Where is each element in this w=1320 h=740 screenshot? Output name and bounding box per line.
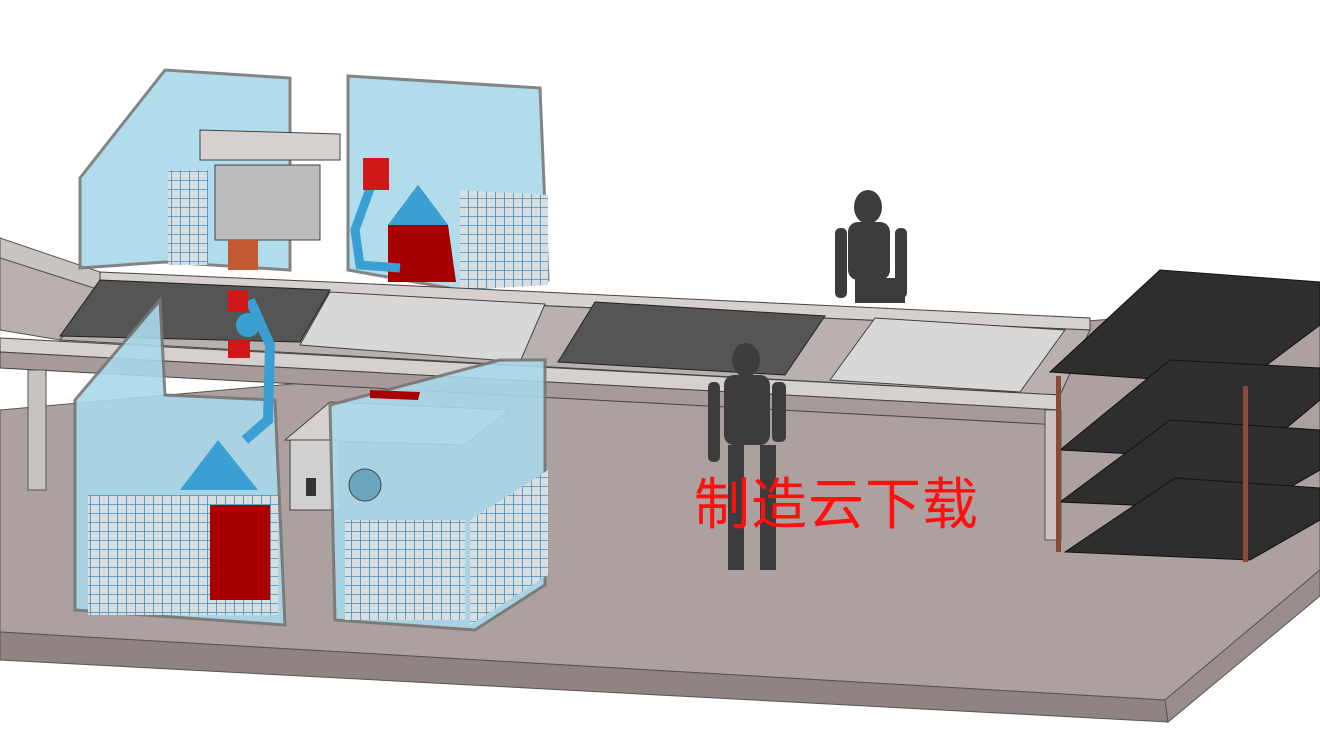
back-robot-cell-right — [346, 74, 550, 292]
human-figure-back — [835, 190, 907, 303]
storage-shelf — [1048, 269, 1320, 562]
watermark-text: 制造云下载 — [694, 473, 979, 538]
back-robot-cell-left — [78, 68, 341, 272]
front-robot-cell — [73, 290, 287, 627]
front-cabinet-cell — [283, 358, 548, 632]
human-figure-front — [708, 343, 786, 570]
